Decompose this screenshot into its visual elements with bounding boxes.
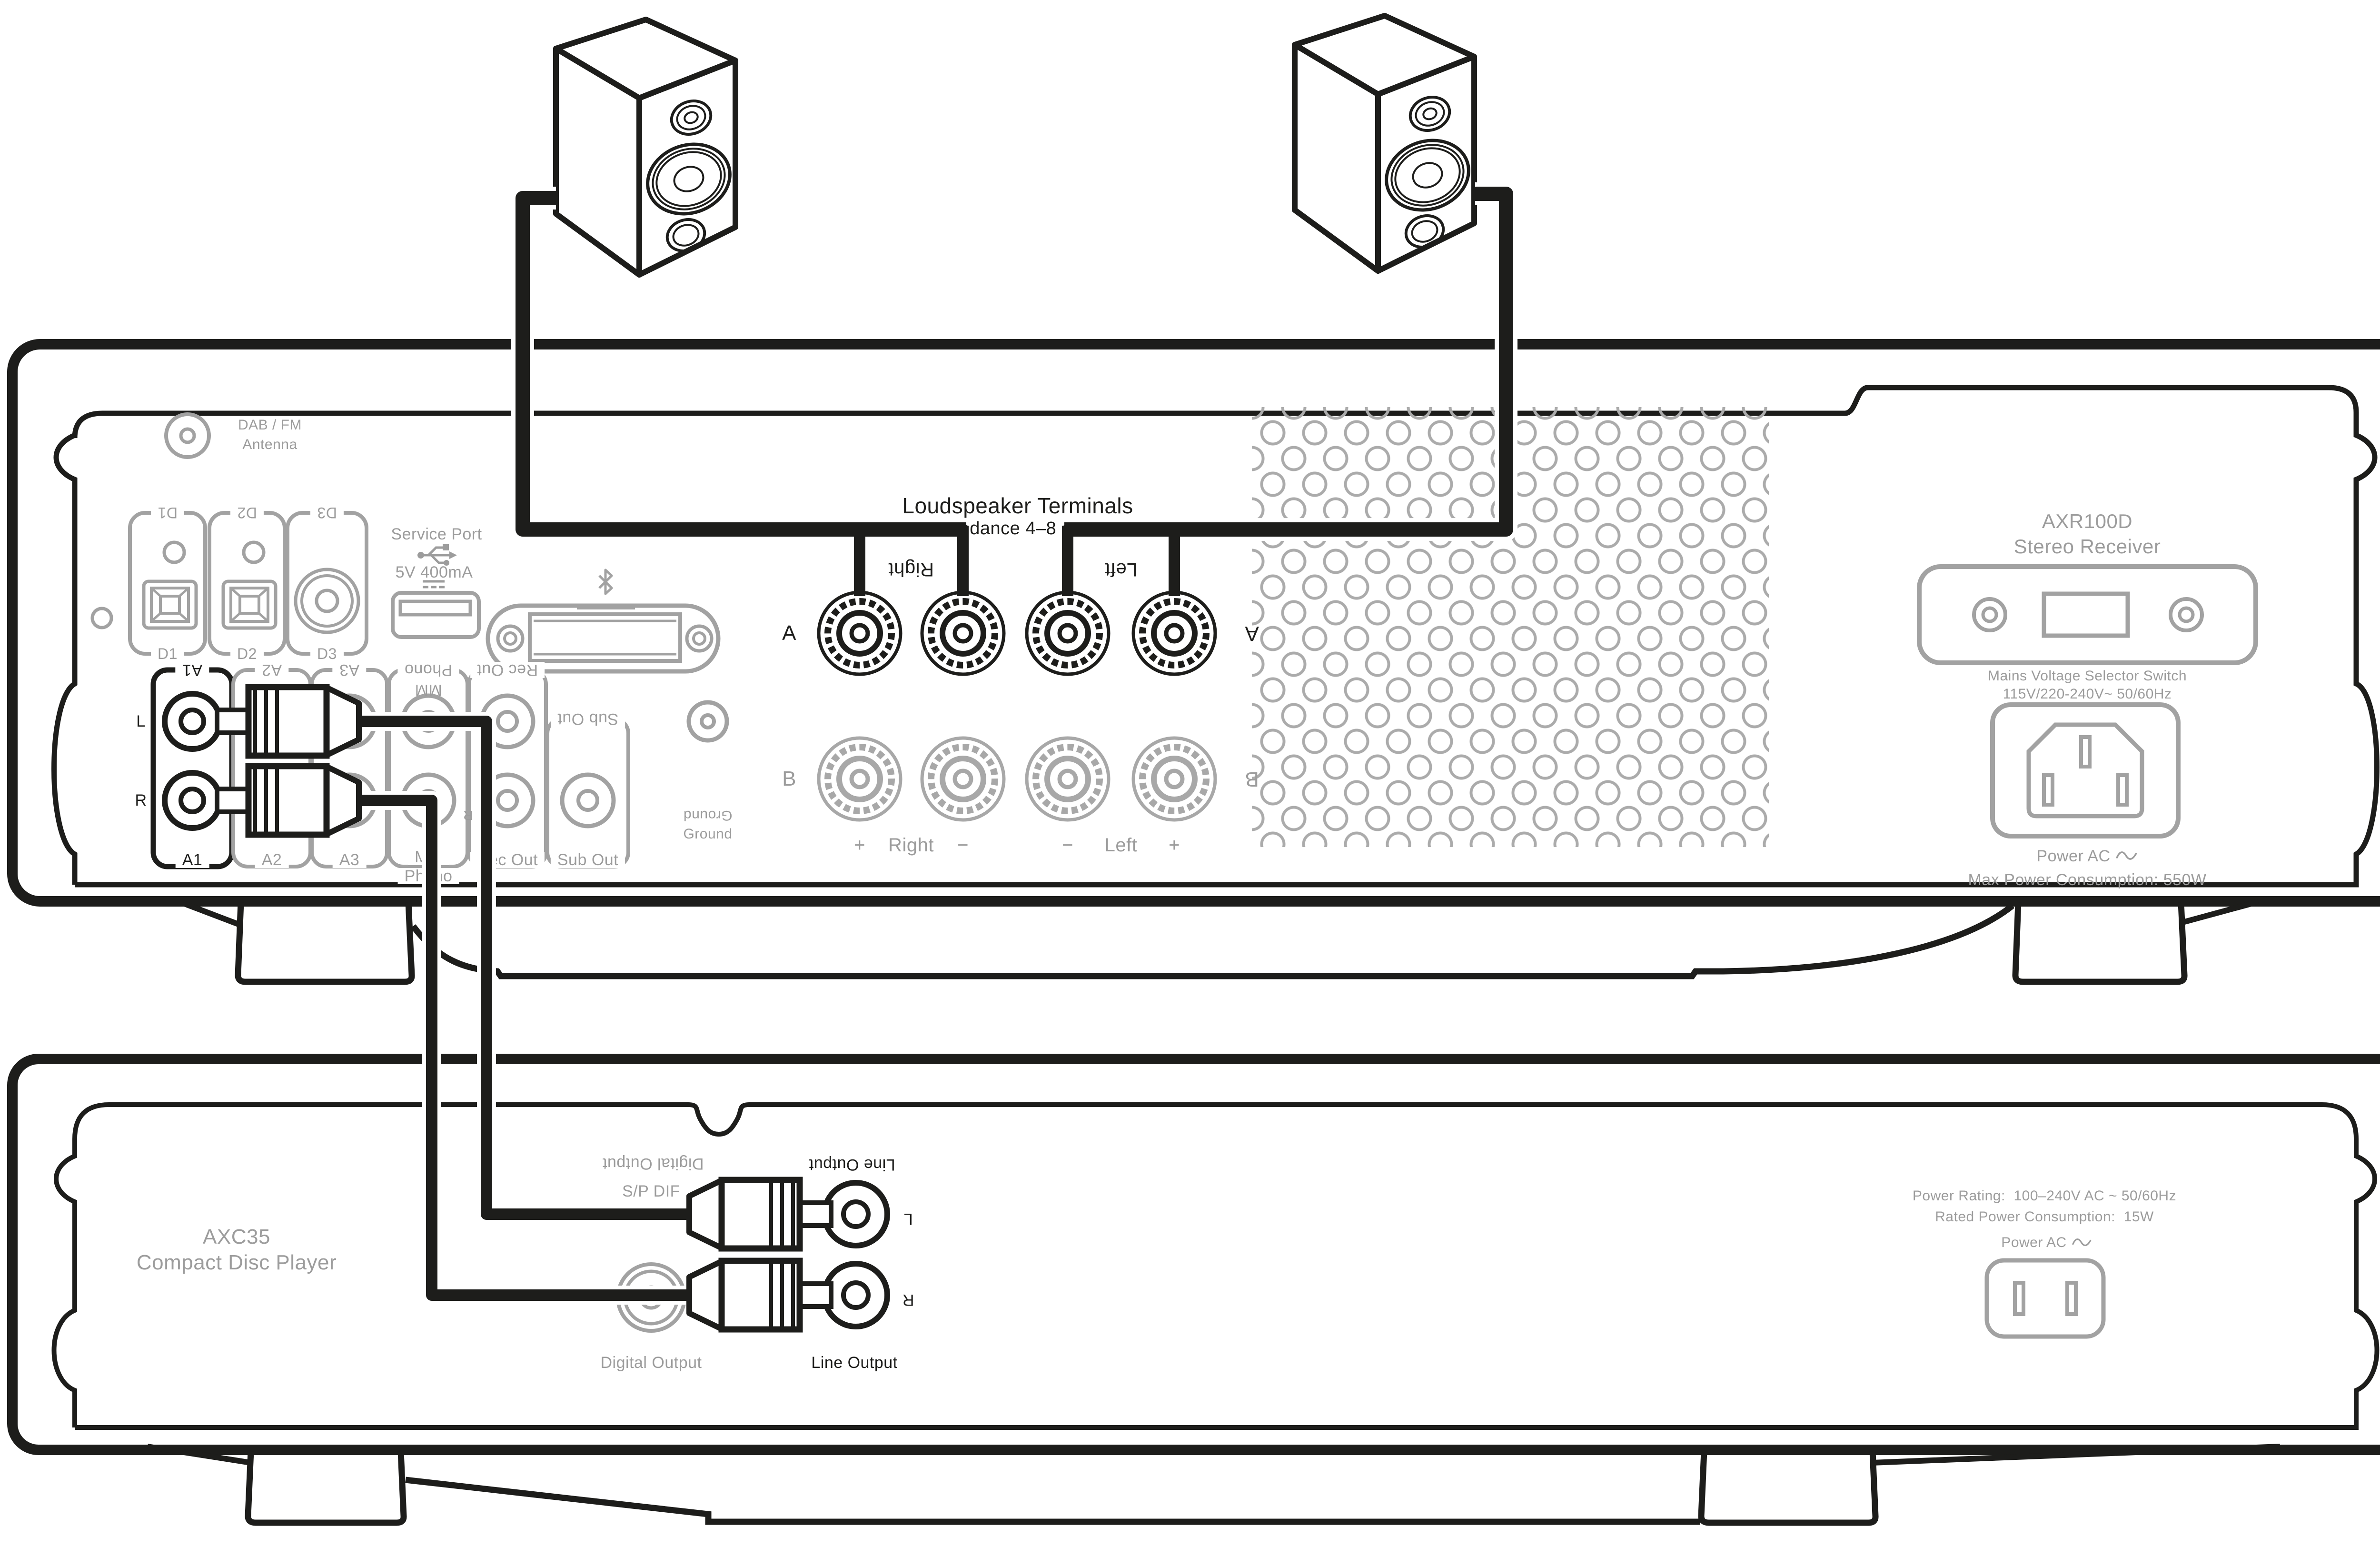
receiver-right-foot [2012, 902, 2188, 985]
pol-left-bottom: Left [1104, 835, 1138, 856]
dab-fm-label: DAB / FM [238, 417, 302, 433]
mains-voltage-label: Mains Voltage Selector Switch [1987, 668, 2187, 684]
terminal-drop-wires [854, 526, 1180, 596]
pol-right-bottom: Right [888, 835, 934, 856]
usb-rating-label: 5V 400mA [395, 563, 473, 581]
d2-label: D2 [230, 646, 264, 661]
power-ac-text: Power AC [2036, 847, 2111, 865]
dab-fm-antenna-jack [164, 412, 211, 459]
cd-model: AXC35 [203, 1225, 270, 1248]
max-power-label: Max Power Consumption: 550W [1968, 871, 2207, 889]
line-output-label: Line Output [811, 1354, 898, 1372]
a1-right-channel-label: R [135, 791, 147, 809]
d1-label: D1 [151, 646, 184, 661]
rca-plug-receiver-r [217, 766, 359, 835]
rca-cable-left-channel [353, 712, 695, 1224]
right-speaker-cable [1064, 182, 1517, 541]
rca-plug-cd-l [689, 1180, 831, 1248]
usb-port [391, 591, 481, 639]
cd-power-inlet [1984, 1258, 2106, 1339]
ground-label: Ground [683, 826, 733, 842]
rca-cable-right-channel [353, 791, 695, 1305]
spdif-label: S/P DIF [622, 1182, 680, 1200]
a1-left-channel-label: L [136, 712, 146, 730]
ac-wave-icon [2072, 1238, 2092, 1247]
bluetooth-antenna-housing [486, 603, 721, 674]
bluetooth-icon [598, 569, 613, 595]
cd-player-shell [7, 1054, 2380, 1526]
receiver-power-inlet [1990, 702, 2181, 838]
cd-power-ac-label: Power AC [2001, 1236, 2092, 1250]
cd-right-foot [1698, 1451, 1879, 1526]
cd-power-rating-label: Power Rating: 100–240V AC ~ 50/60Hz [1912, 1188, 2177, 1204]
service-port-label: Service Port [391, 525, 482, 543]
cd-skirt [405, 1477, 1700, 1525]
antenna-label: Antenna [242, 437, 298, 452]
d2-screw [242, 540, 266, 564]
d3-label: D3 [310, 646, 344, 661]
rca-plug-cd-r [689, 1261, 831, 1329]
usb-icon [417, 544, 457, 566]
receiver-model: AXR100D [2042, 510, 2133, 532]
row-a-label-left: A [782, 621, 796, 645]
cd-type: Compact Disc Player [136, 1251, 337, 1274]
cd-left-foot [245, 1451, 407, 1526]
pol-minus-bottom-2: − [1062, 835, 1073, 856]
digital-output-label: Digital Output [600, 1354, 702, 1372]
left-speaker-cable [511, 187, 966, 541]
row-b-label-left: B [782, 767, 796, 790]
receiver-skirt [410, 903, 2015, 979]
voltage-spec-label: 115V/220-240V~ 50/60Hz [2003, 686, 2172, 702]
pol-plus-bottom-2: + [1169, 835, 1180, 856]
receiver-type: Stereo Receiver [2013, 535, 2161, 558]
a2-label: A2 [255, 852, 289, 868]
loudspeaker-terminals-title: Loudspeaker Terminals [902, 493, 1133, 518]
ground-terminal [686, 700, 729, 743]
receiver-shell [7, 339, 2380, 985]
dc-symbol-icon [423, 580, 445, 589]
panel-screw-hole [90, 607, 113, 629]
a3-label: A3 [332, 852, 367, 868]
sub-out-label: Sub Out [550, 852, 625, 868]
d3-coax-port [294, 568, 360, 634]
pol-plus-bottom-1: + [854, 835, 865, 856]
cd-power-consumption-label: Rated Power Consumption: 15W [1935, 1209, 2154, 1225]
rca-plug-receiver-l [217, 687, 359, 756]
receiver-power-ac-label: Power AC [2036, 848, 2138, 864]
ac-wave-icon [2116, 851, 2137, 860]
voltage-selector-plate [1917, 564, 2258, 665]
a1-label: A1 [175, 852, 209, 868]
cd-power-ac-text: Power AC [2001, 1235, 2067, 1250]
d1-screw [162, 540, 186, 564]
receiver-left-foot [235, 902, 415, 985]
pol-minus-bottom-1: − [957, 835, 969, 856]
